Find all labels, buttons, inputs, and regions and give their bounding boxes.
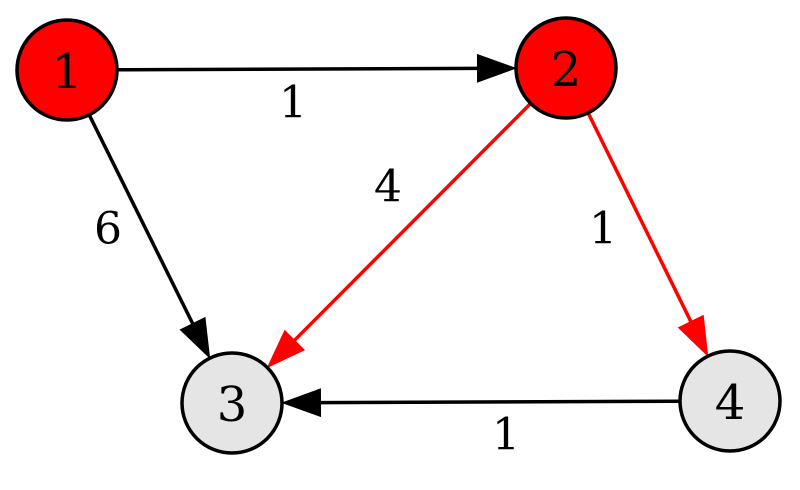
edge-line-4-3	[319, 399, 681, 405]
arrowhead-2-4	[677, 314, 709, 357]
node-4: 4	[678, 349, 782, 453]
node-circle-2	[514, 16, 618, 120]
edge-line-1-2	[116, 66, 479, 72]
edge-4-3: 1	[281, 388, 681, 461]
node-circle-1	[15, 18, 119, 122]
arrowhead-4-3	[281, 388, 322, 418]
edge-line-1-3	[87, 114, 195, 325]
edge-1-2: 1	[116, 53, 517, 129]
arrowhead-1-2	[476, 53, 517, 83]
edge-weight-1-3: 6	[94, 204, 122, 255]
edge-line-2-3	[292, 102, 532, 342]
nodes-layer: 1 2 3 4	[15, 16, 782, 455]
edge-1-3: 6	[87, 114, 211, 360]
edge-line-2-4	[586, 112, 693, 323]
node-label-3: 3	[217, 377, 248, 433]
node-circle-3	[180, 351, 284, 455]
node-3: 3	[180, 351, 284, 455]
edge-weight-1-2: 1	[279, 78, 307, 129]
edge-weight-2-4: 1	[589, 204, 617, 255]
edge-weight-4-3: 1	[492, 410, 520, 461]
edge-weight-2-3: 4	[374, 162, 402, 213]
edge-2-3: 4	[266, 102, 532, 369]
arrowhead-1-3	[179, 316, 211, 360]
node-label-1: 1	[52, 44, 83, 100]
edges-layer: 1 6 4 1 1	[87, 53, 709, 461]
arrowhead-2-3	[266, 329, 306, 369]
edge-2-4: 1	[586, 112, 709, 357]
node-label-4: 4	[715, 375, 746, 431]
node-1: 1	[15, 18, 119, 122]
node-label-2: 2	[551, 42, 582, 98]
node-2: 2	[514, 16, 618, 120]
node-circle-4	[678, 349, 782, 453]
